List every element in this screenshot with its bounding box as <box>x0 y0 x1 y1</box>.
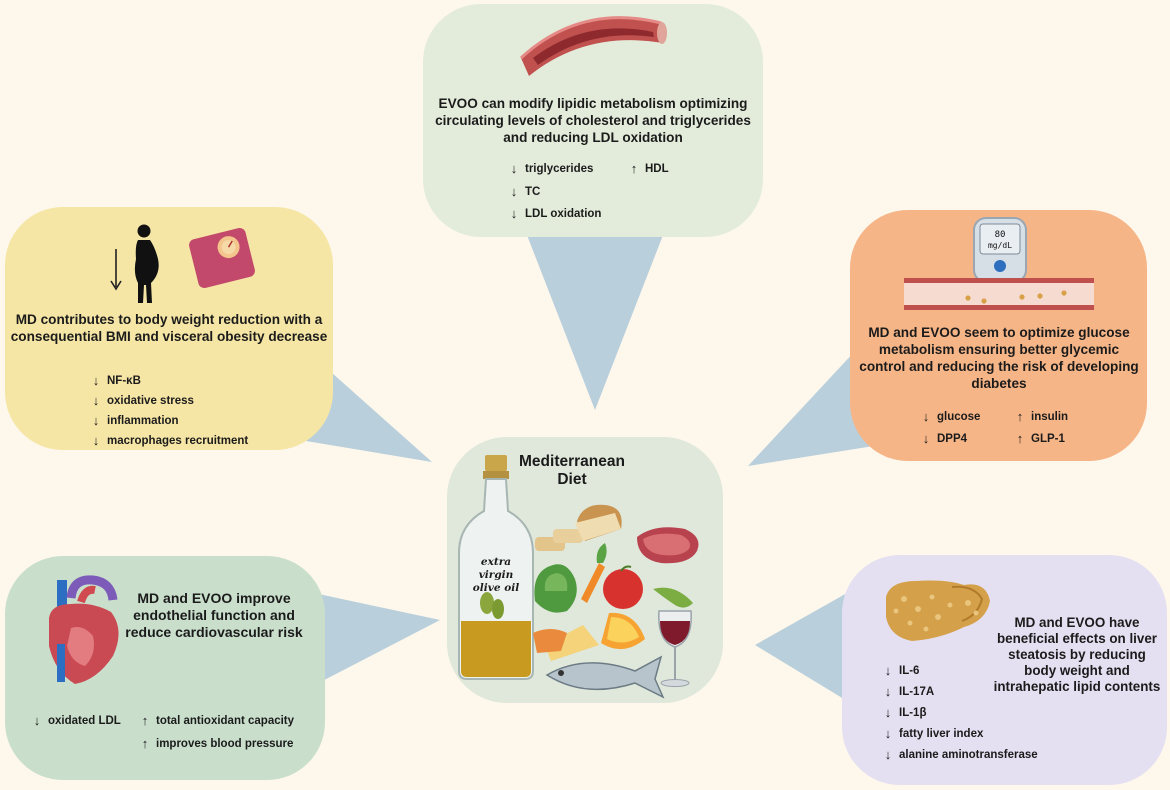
up-arrow-icon: ↑ <box>1016 431 1024 446</box>
meter-value: 80 <box>995 230 1006 240</box>
down-arrow-icon: ↓ <box>92 433 100 448</box>
down-arrow-icon: ↓ <box>922 409 930 424</box>
bread-icon <box>535 504 622 551</box>
indicator-il-17a: ↓ IL-17A <box>882 684 934 699</box>
glucose-metabolism-panel: 80 mg/dL MD and EVOO seem to optimize gl… <box>850 210 1147 461</box>
indicator-tc: ↓ TC <box>508 184 541 199</box>
down-arrow-icon: ↓ <box>884 705 892 720</box>
center-title: Mediterranean Diet <box>519 453 625 488</box>
indicator-triglycerides: ↓ triglycerides <box>508 161 594 176</box>
indicator-label: oxidated LDL <box>48 714 121 727</box>
indicator-label: oxidative stress <box>107 394 194 407</box>
down-arrow-icon: ↓ <box>884 663 892 678</box>
connector-right <box>748 335 880 466</box>
indicator-glucose: ↓ glucose <box>920 409 981 424</box>
body-weight-panel: MD contributes to body weight reduction … <box>5 207 333 450</box>
up-arrow-icon: ↑ <box>141 736 149 751</box>
connector-top <box>525 230 665 410</box>
indicator-il-1b: ↓ IL-1β <box>882 705 927 720</box>
indicator-label: DPP4 <box>937 432 968 445</box>
indicator-blood-pressure: ↑ improves blood pressure <box>139 736 294 751</box>
indicator-label: IL-6 <box>899 664 920 677</box>
indicator-label: IL-17A <box>899 685 935 698</box>
meter-unit: mg/dL <box>988 241 1012 250</box>
indicator-glp-1: ↑ GLP-1 <box>1014 431 1065 446</box>
weighing-scale-icon <box>189 228 255 288</box>
liver-steatosis-panel: MD and EVOO have beneficial effects on l… <box>842 555 1167 785</box>
indicator-macrophages-recruitment: ↓ macrophages recruitment <box>90 433 249 448</box>
lipid-metabolism-panel: EVOO can modify lipidic metabolism optim… <box>423 4 763 237</box>
connector-bottom-right <box>755 580 870 710</box>
indicator-hdl: ↑ HDL <box>628 161 669 176</box>
down-arrow-icon: ↓ <box>510 184 518 199</box>
left-panel-text: MD contributes to body weight reduction … <box>10 312 328 344</box>
down-arrow-icon: ↓ <box>92 373 100 388</box>
glucometer-icon: 80 mg/dL <box>973 217 1027 305</box>
connector-bottom-left <box>300 590 440 690</box>
indicator-insulin: ↑ insulin <box>1014 409 1068 424</box>
wine-glass-icon <box>658 610 692 687</box>
indicator-label: NF-κB <box>107 374 141 387</box>
indicator-label: IL-1β <box>899 706 927 719</box>
indicator-fatty-liver-index: ↓ fatty liver index <box>882 726 984 741</box>
indicator-total-antioxidant-capacity: ↑ total antioxidant capacity <box>139 713 294 728</box>
heart-icon <box>49 575 119 684</box>
person-silhouette-icon <box>134 224 159 303</box>
down-arrow-icon: ↓ <box>92 393 100 408</box>
fish-icon <box>545 655 665 699</box>
up-arrow-icon: ↑ <box>141 713 149 728</box>
bottom-left-panel-text: MD and EVOO improve endothelial function… <box>125 590 303 640</box>
up-arrow-icon: ↑ <box>1016 409 1024 424</box>
indicator-label: insulin <box>1031 410 1069 423</box>
down-arrow-icon: ↓ <box>510 161 518 176</box>
blood-vessel-icon <box>519 16 667 76</box>
down-arrow-icon: ↓ <box>884 747 892 762</box>
indicator-label: TC <box>525 185 541 198</box>
indicator-label: total antioxidant capacity <box>156 714 295 727</box>
up-arrow-icon: ↑ <box>630 161 638 176</box>
indicator-label: fatty liver index <box>899 727 984 740</box>
weight-loss-arrow-icon <box>110 249 122 291</box>
down-arrow-icon: ↓ <box>510 206 518 221</box>
vegetables-icon <box>534 543 693 613</box>
indicator-ldl-oxidation: ↓ LDL oxidation <box>508 206 602 221</box>
indicator-label: inflammation <box>107 414 179 427</box>
down-arrow-icon: ↓ <box>33 713 41 728</box>
liver-icon <box>886 580 990 641</box>
indicator-dpp4: ↓ DPP4 <box>920 431 967 446</box>
indicator-label: HDL <box>645 162 669 175</box>
right-panel-text: MD and EVOO seem to optimize glucose met… <box>859 325 1139 391</box>
bottom-right-panel-text: MD and EVOO have beneficial effects on l… <box>993 615 1161 694</box>
indicator-inflammation: ↓ inflammation <box>90 413 179 428</box>
down-arrow-icon: ↓ <box>884 726 892 741</box>
indicator-oxidative-stress: ↓ oxidative stress <box>90 393 194 408</box>
indicator-label: LDL oxidation <box>525 207 602 220</box>
blood-vessel-glucose-icon <box>904 278 1094 310</box>
indicator-alanine-aminotransferase: ↓ alanine aminotransferase <box>882 747 1038 762</box>
down-arrow-icon: ↓ <box>884 684 892 699</box>
indicator-oxidated-ldl: ↓ oxidated LDL <box>31 713 121 728</box>
food-items-illustration <box>533 504 699 699</box>
indicator-label: macrophages recruitment <box>107 434 249 447</box>
indicator-label: glucose <box>937 410 981 423</box>
cheese-orange-icon <box>533 612 645 661</box>
indicator-label: improves blood pressure <box>156 737 294 750</box>
cardiovascular-panel: MD and EVOO improve endothelial function… <box>5 556 325 780</box>
top-panel-text: EVOO can modify lipidic metabolism optim… <box>435 96 751 145</box>
indicator-nf-kb: ↓ NF-κB <box>90 373 141 388</box>
down-arrow-icon: ↓ <box>922 431 930 446</box>
indicator-il-6: ↓ IL-6 <box>882 663 920 678</box>
down-arrow-icon: ↓ <box>92 413 100 428</box>
indicator-label: GLP-1 <box>1031 432 1065 445</box>
indicator-label: triglycerides <box>525 162 594 175</box>
indicator-label: alanine aminotransferase <box>899 748 1038 761</box>
meat-icon <box>637 527 699 564</box>
